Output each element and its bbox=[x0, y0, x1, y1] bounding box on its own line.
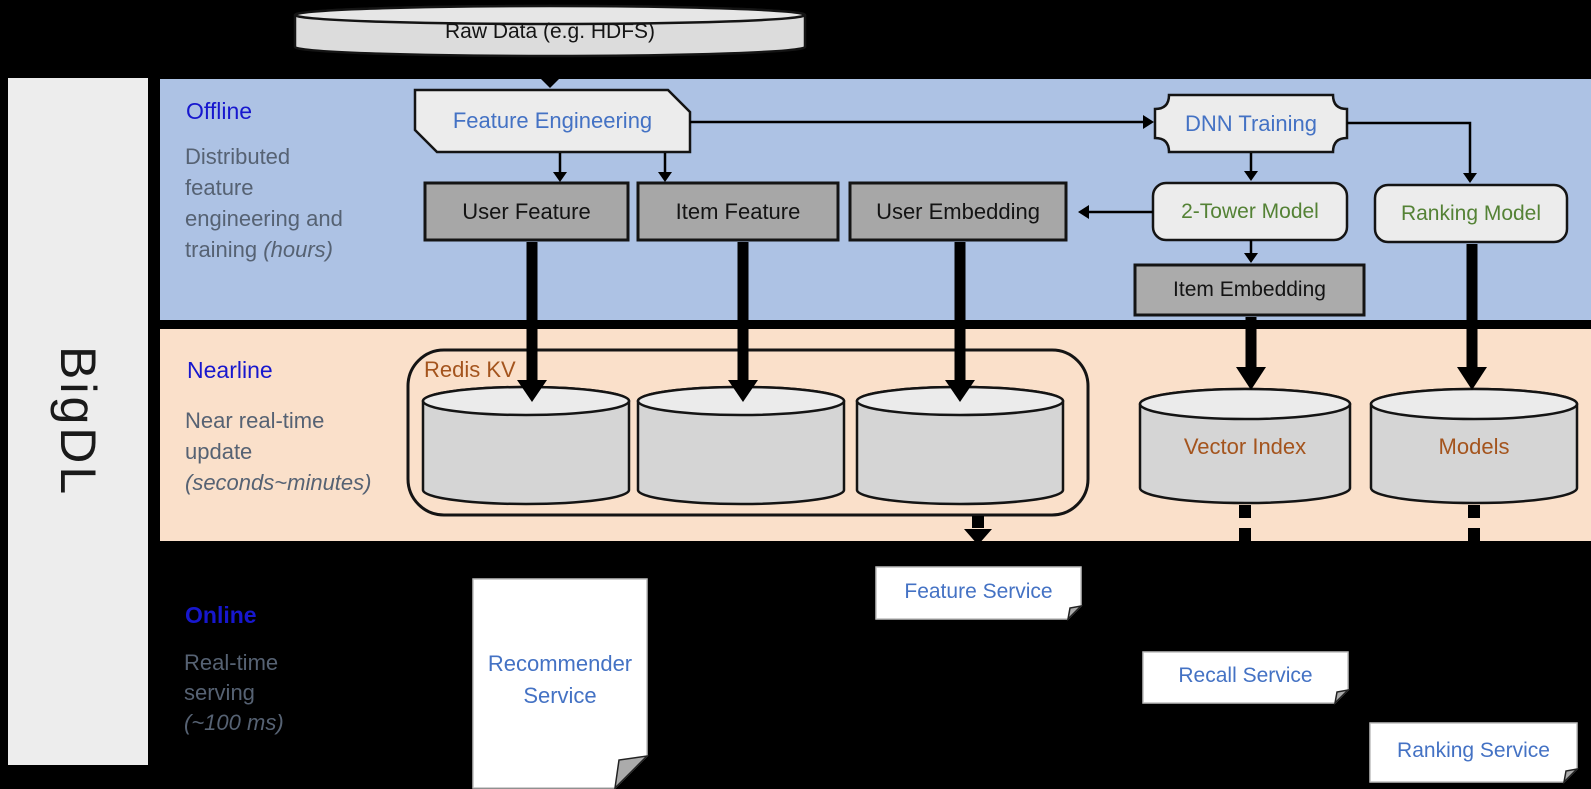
feature-engineering-label: Feature Engineering bbox=[452, 108, 653, 133]
offline-section-title: Offline bbox=[186, 98, 253, 124]
recommender-service-label: Recommender Service bbox=[487, 651, 633, 708]
vector-index-label: Vector Index bbox=[1183, 434, 1307, 459]
user-embedding-label: User Embedding bbox=[876, 198, 1040, 224]
desc-line: training (hours) bbox=[185, 237, 333, 262]
brand-label: BigDL bbox=[50, 345, 106, 498]
desc-line: Distributed bbox=[185, 144, 291, 169]
desc-line: (seconds~minutes) bbox=[185, 470, 372, 495]
offline-section-desc: Distributed feature engineering and trai… bbox=[185, 141, 420, 265]
desc-line: update bbox=[185, 439, 253, 464]
desc-line: engineering and bbox=[185, 206, 343, 231]
raw-data-label: Raw Data (e.g. HDFS) bbox=[444, 20, 656, 43]
dnn-training-label: DNN Training bbox=[1184, 110, 1318, 136]
recall-service-label: Recall Service bbox=[1178, 664, 1313, 687]
bigdl-sidebar: BigDL bbox=[8, 78, 148, 765]
folded-corner bbox=[614, 754, 650, 789]
item-embedding-label: Item Embedding bbox=[1173, 278, 1326, 301]
redis-kv-label: Redis KV bbox=[424, 357, 516, 382]
models-label: Models bbox=[1438, 434, 1510, 459]
ranking-service-label: Ranking Service bbox=[1397, 738, 1550, 762]
desc-line: (~100 ms) bbox=[184, 710, 284, 735]
user-feature-label: User Feature bbox=[462, 198, 591, 224]
two-tower-model-label: 2-Tower Model bbox=[1181, 199, 1319, 223]
ranking-model-label: Ranking Model bbox=[1400, 201, 1542, 225]
feature-service-label: Feature Service bbox=[904, 580, 1053, 603]
nearline-section-title: Nearline bbox=[187, 357, 273, 383]
online-section-desc: Real-time serving (~100 ms) bbox=[184, 648, 384, 738]
nearline-section-desc: Near real-time update (seconds~minutes) bbox=[185, 405, 435, 498]
desc-line: Real-time bbox=[184, 650, 279, 675]
desc-line: serving bbox=[184, 680, 255, 705]
desc-line: Near real-time bbox=[185, 408, 325, 433]
item-feature-label: Item Feature bbox=[675, 198, 801, 224]
online-section-title: Online bbox=[185, 602, 257, 628]
desc-line: feature bbox=[185, 175, 254, 200]
